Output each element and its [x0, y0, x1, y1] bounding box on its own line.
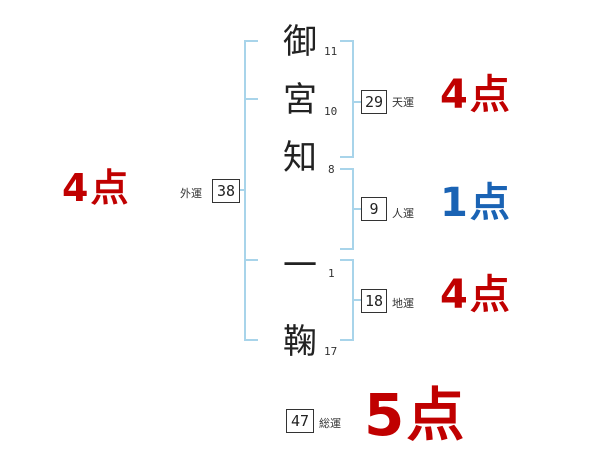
- tenkaku-label: 天運: [392, 96, 414, 109]
- soukaku-value-box: 47: [286, 409, 314, 433]
- soukaku-label: 総運: [319, 417, 341, 430]
- jinkaku-bracket-top-tick: [340, 168, 354, 170]
- gaikaku-label: 外運: [180, 187, 202, 200]
- gaikaku-bracket-top-tick: [244, 40, 258, 42]
- name-character: 一: [283, 246, 317, 286]
- stroke-count: 17: [324, 345, 338, 358]
- gaikaku-bracket-vertical: [244, 40, 246, 341]
- gaikaku-bracket-bottom-tick: [244, 339, 258, 341]
- soukaku-score: 5点: [364, 381, 467, 449]
- gaikaku-bracket-lower-tick: [244, 259, 258, 261]
- stroke-count: 11: [324, 45, 338, 58]
- chikaku-bracket-top-tick: [340, 259, 354, 261]
- gaikaku-bracket-upper-tick: [244, 98, 258, 100]
- name-character: 鞠: [283, 322, 317, 362]
- jinkaku-bracket-bottom-tick: [340, 248, 354, 250]
- name-character: 宮: [283, 80, 317, 120]
- gaikaku-value-box: 38: [212, 179, 240, 203]
- tenkaku-value-box: 29: [361, 90, 387, 114]
- stroke-count: 10: [324, 105, 338, 118]
- chikaku-value-box: 18: [361, 289, 387, 313]
- chikaku-bracket-connector: [353, 299, 361, 301]
- jinkaku-score: 1点: [440, 180, 512, 226]
- chikaku-score: 4点: [440, 272, 512, 318]
- jinkaku-value-box: 9: [361, 197, 387, 221]
- chikaku-label: 地運: [392, 297, 414, 310]
- tenkaku-bracket-vertical: [352, 40, 354, 158]
- name-character: 知: [283, 138, 317, 178]
- stroke-count: 8: [328, 163, 335, 176]
- name-character: 御: [283, 22, 317, 62]
- jinkaku-bracket-connector: [353, 208, 361, 210]
- tenkaku-bracket-bottom-tick: [340, 156, 354, 158]
- tenkaku-bracket-top-tick: [340, 40, 354, 42]
- stroke-count: 1: [328, 267, 335, 280]
- gaikaku-score: 4点: [62, 166, 131, 210]
- chikaku-bracket-bottom-tick: [340, 339, 354, 341]
- jinkaku-label: 人運: [392, 207, 414, 220]
- tenkaku-bracket-connector: [353, 101, 361, 103]
- tenkaku-score: 4点: [440, 72, 512, 118]
